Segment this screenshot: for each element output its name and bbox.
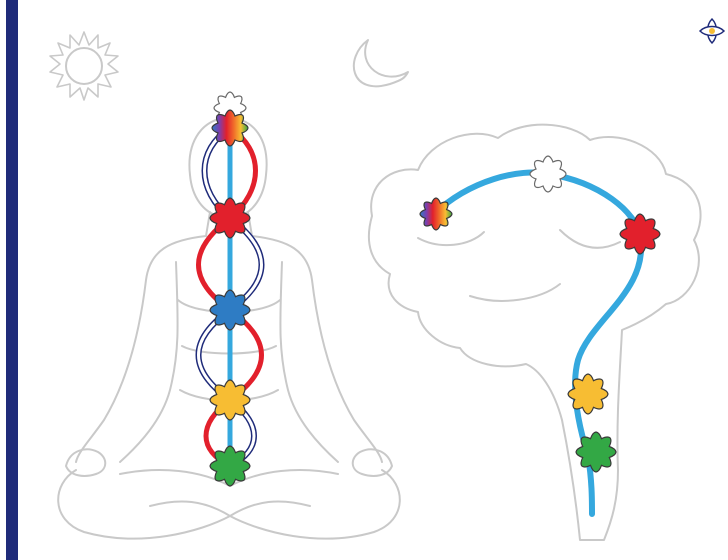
lotus-logo-icon [700,19,724,43]
brain-root-chakra [576,432,616,472]
brain-crown-chakra [530,156,566,192]
body-solar-plexus-chakra [210,290,250,330]
body-heart-chakra [210,198,250,238]
body-third-eye-chakra [212,110,248,146]
brain-sacral-chakra [568,374,608,414]
brain-heart-chakra [620,214,660,254]
brain-third-eye-chakra [420,198,452,230]
moon-icon [354,40,408,86]
body-root-chakra [210,446,250,486]
chakra-markers [210,92,660,486]
brain-outline [369,125,701,540]
sun-icon [50,32,118,100]
body-sacral-chakra [210,380,250,420]
